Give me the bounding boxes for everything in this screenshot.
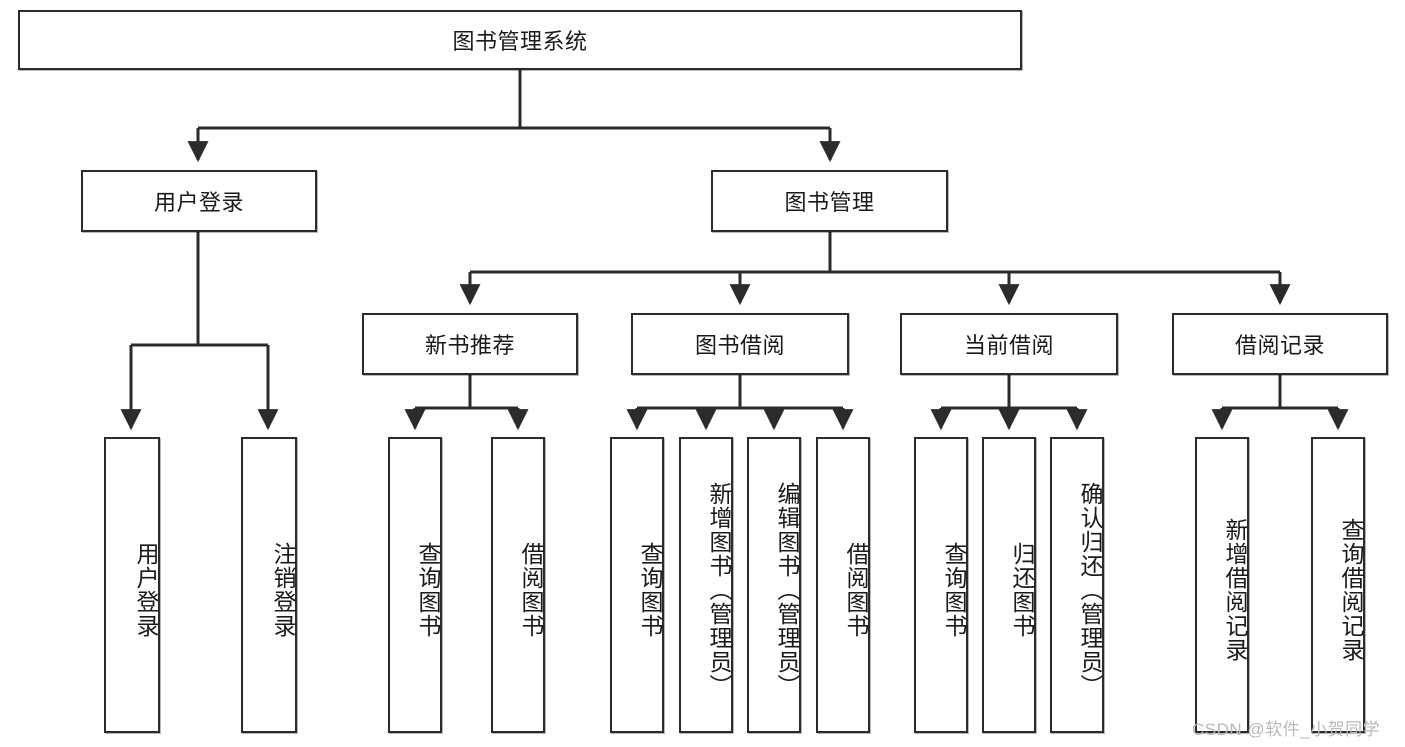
leaf-borrow-record-1[interactable]: 查询借阅记录 (1311, 437, 1365, 733)
node-label: 新书推荐 (424, 333, 515, 358)
node-label: 当前借阅 (963, 333, 1054, 358)
leaf-user-login-1[interactable]: 注销登录 (241, 437, 297, 733)
node-borrow-record[interactable]: 借阅记录 (1172, 313, 1388, 375)
node-label: 查询图书 (415, 542, 441, 638)
node-user-login[interactable]: 用户登录 (81, 170, 317, 232)
node-label: 编辑图书（管理员） (774, 482, 800, 698)
node-label: 注销登录 (270, 542, 296, 638)
leaf-book-borrow-3[interactable]: 借阅图书 (816, 437, 870, 733)
node-label: 用户登录 (153, 190, 244, 215)
node-label: 新增借阅记录 (1222, 518, 1248, 662)
node-book-borrow[interactable]: 图书借阅 (631, 313, 849, 375)
node-label: 确认归还（管理员） (1077, 482, 1103, 698)
node-root-book-management-system[interactable]: 图书管理系统 (18, 10, 1022, 70)
node-new-book-recommend[interactable]: 新书推荐 (362, 313, 578, 375)
leaf-borrow-record-0[interactable]: 新增借阅记录 (1195, 437, 1249, 733)
node-label: 查询图书 (941, 542, 967, 638)
node-label: 图书管理系统 (452, 29, 588, 54)
node-label: 新增图书（管理员） (706, 482, 732, 698)
node-book-management[interactable]: 图书管理 (711, 170, 948, 232)
leaf-new-book-recommend-0[interactable]: 查询图书 (388, 437, 442, 733)
watermark-text: CSDN @软件_小贺同学 (1192, 720, 1381, 739)
node-label: 图书借阅 (694, 333, 785, 358)
leaf-book-borrow-1[interactable]: 新增图书（管理员） (679, 437, 733, 733)
leaf-current-borrow-0[interactable]: 查询图书 (914, 437, 968, 733)
node-current-borrow[interactable]: 当前借阅 (900, 313, 1118, 375)
leaf-new-book-recommend-1[interactable]: 借阅图书 (491, 437, 545, 733)
leaf-book-borrow-2[interactable]: 编辑图书（管理员） (747, 437, 801, 733)
leaf-current-borrow-2[interactable]: 确认归还（管理员） (1050, 437, 1104, 733)
node-label: 借阅图书 (843, 542, 869, 638)
leaf-current-borrow-1[interactable]: 归还图书 (982, 437, 1036, 733)
node-label: 借阅图书 (518, 542, 544, 638)
node-label: 借阅记录 (1234, 333, 1325, 358)
node-label: 图书管理 (784, 190, 875, 215)
node-label: 归还图书 (1009, 542, 1035, 638)
csdn-watermark: CSDN @软件_小贺同学 (1192, 715, 1380, 740)
node-label: 用户登录 (133, 542, 159, 638)
leaf-book-borrow-0[interactable]: 查询图书 (610, 437, 664, 733)
node-label: 查询借阅记录 (1338, 518, 1364, 662)
leaf-user-login-0[interactable]: 用户登录 (104, 437, 160, 733)
node-label: 查询图书 (637, 542, 663, 638)
